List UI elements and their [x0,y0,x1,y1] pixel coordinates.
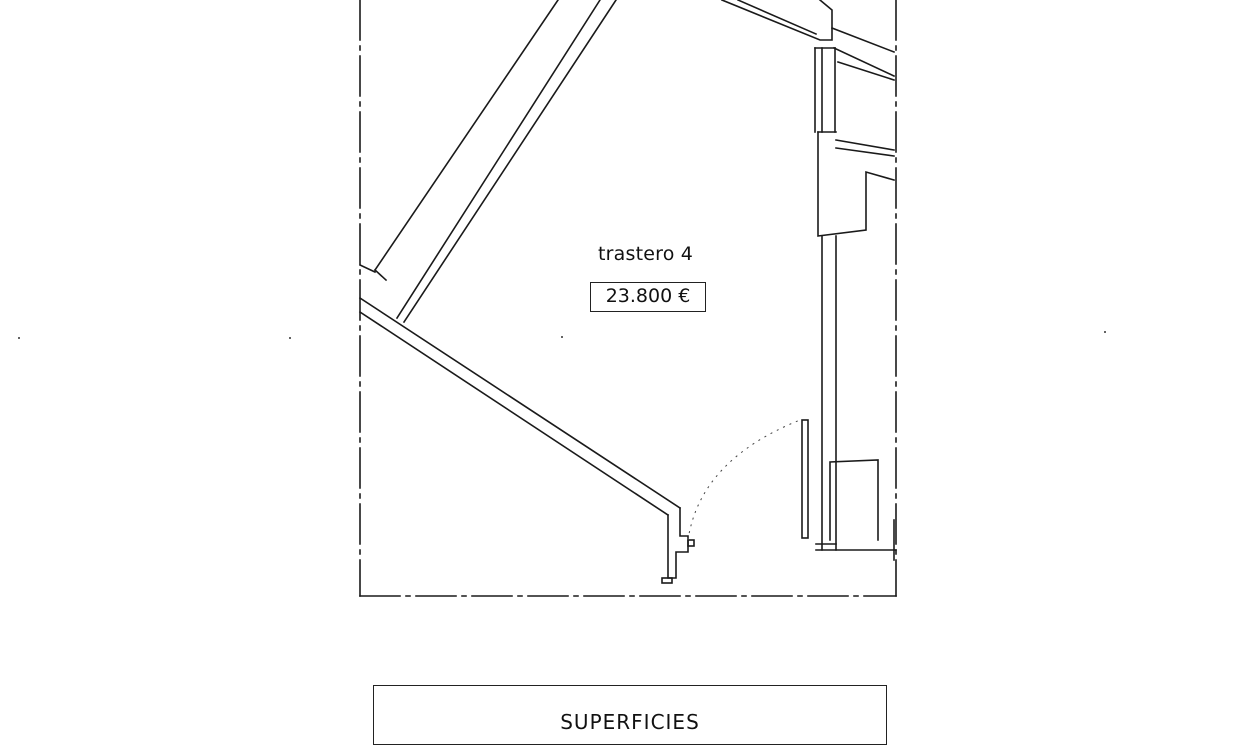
lower-wall-tab-b [687,539,695,547]
speck [561,336,563,338]
right-block-top-b [835,139,895,151]
speck [18,337,20,339]
lower-diagonal-b [358,296,682,510]
top-right-wall [830,26,896,54]
price-box: 23.800 € [590,282,706,312]
lower-diagonal-a [358,310,670,517]
right-block-top-c [835,147,895,157]
fixture-box [829,459,879,541]
diagonal-wall-inner-a [395,0,601,320]
diagonal-wall-cap [358,263,377,274]
surfaces-title: SUPERFICIES [560,710,700,734]
top-wall [720,0,833,41]
room-label: trastero 4 [598,243,694,265]
floor-plan-drawing [18,0,1106,597]
diagonal-wall-outer [373,0,559,272]
top-right-wall-c [836,60,896,82]
narrow-element [801,419,809,539]
speck [1104,331,1106,333]
speck [289,337,291,339]
top-wall-inner [736,0,818,36]
diagonal-wall-inner-b [402,0,617,324]
top-right-wall-b [832,46,896,78]
right-block [817,131,895,237]
door-swing-arc [687,419,801,541]
surfaces-table: SUPERFICIES [373,685,887,745]
price-value: 23.800 € [605,285,691,307]
lower-wall-end [667,507,689,579]
lower-wall-tab [661,577,673,584]
diagonal-wall-join [373,268,388,282]
